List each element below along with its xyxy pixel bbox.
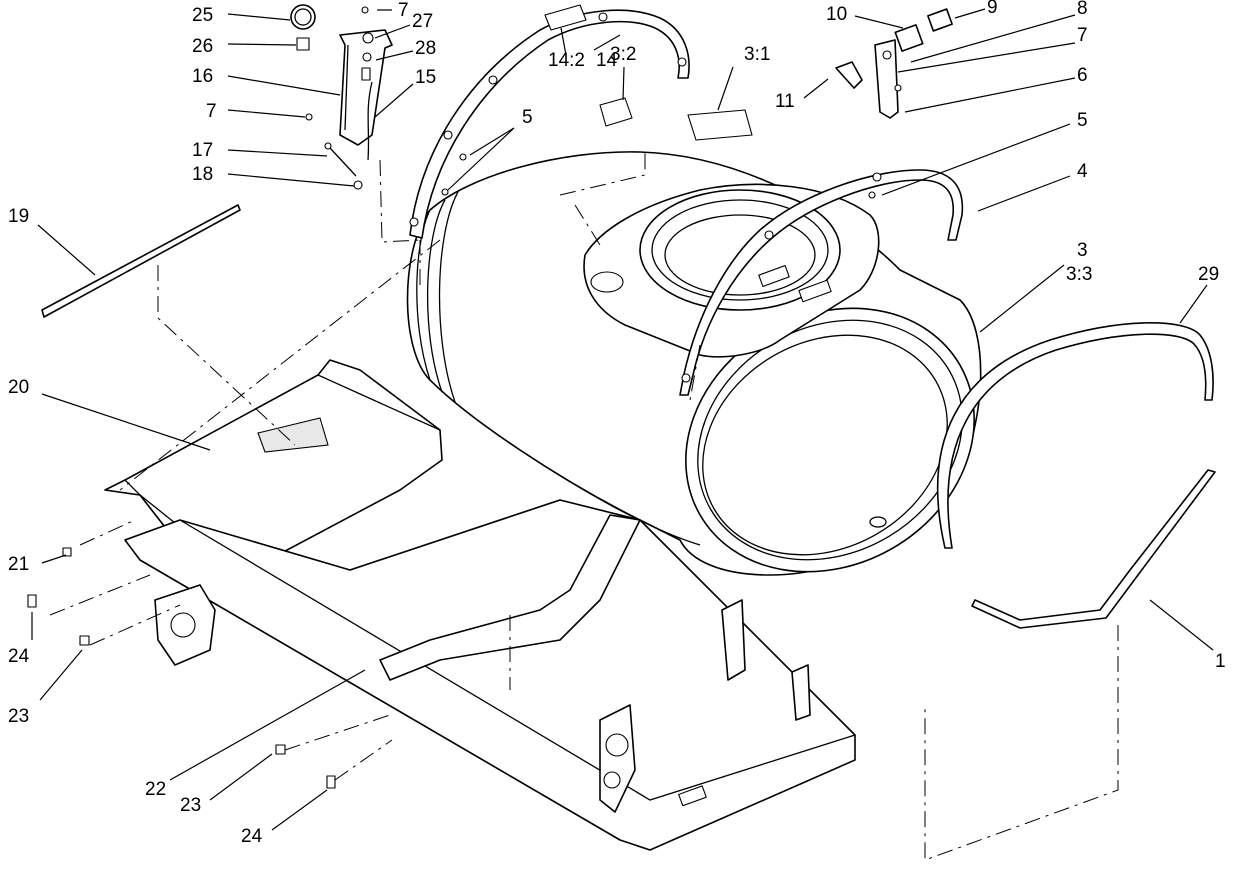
valve-fitting-assembly (835, 8, 953, 199)
callout-3-2: 3:2 (610, 44, 636, 65)
callout-14-2: 14:2 (548, 50, 585, 71)
callout-19: 19 (8, 206, 29, 227)
callout-1: 1 (1215, 651, 1226, 672)
callout-20: 20 (8, 377, 29, 398)
callout-24: 24 (8, 646, 30, 667)
callout-5: 5 (522, 107, 533, 128)
callout-17: 17 (192, 140, 213, 161)
callout-21: 21 (8, 554, 29, 575)
callout-11: 11 (775, 91, 795, 112)
callout-3: 3 (1077, 240, 1088, 261)
mount-strip-19 (41, 204, 241, 318)
valve-bracket (874, 39, 899, 119)
callout-22: 22 (145, 779, 166, 800)
gauge-fitting (296, 37, 310, 51)
trim-strip-1 (971, 469, 1216, 629)
callout-16: 16 (192, 66, 213, 87)
tank-strap-rear (409, 9, 690, 239)
bolt-17 (329, 147, 357, 177)
callout-25: 25 (192, 5, 213, 26)
callout-15: 15 (415, 67, 436, 88)
callout-7: 7 (1077, 25, 1088, 46)
callout-4: 4 (1077, 161, 1088, 182)
fitting-9 (927, 8, 953, 32)
callout-7: 7 (398, 0, 409, 21)
decal-14-2 (544, 4, 587, 31)
callout-10: 10 (826, 4, 847, 25)
chassis-frame (124, 499, 856, 851)
callout-24: 24 (241, 826, 263, 847)
callout-14: 14 (596, 50, 618, 71)
callout-28: 28 (415, 38, 436, 59)
callout-labels: 25 7 27 26 28 16 15 7 17 18 19 14:2 14 3… (8, 0, 1226, 847)
decal-3-2 (599, 97, 633, 127)
callout-3-1: 3:1 (744, 44, 770, 65)
callout-6: 6 (1077, 65, 1088, 86)
valve-body (894, 24, 924, 52)
leader-lines (31, 8, 1214, 831)
callout-9: 9 (987, 0, 998, 18)
callout-27: 27 (412, 11, 433, 32)
hose-tube (367, 81, 373, 161)
callout-23: 23 (180, 795, 201, 816)
hardware (27, 153, 467, 789)
callout-7: 7 (206, 101, 217, 122)
callout-29: 29 (1198, 264, 1219, 285)
callout-3-3: 3:3 (1066, 264, 1092, 285)
callout-18: 18 (192, 164, 213, 185)
trim-arc-29 (936, 322, 1214, 549)
assembly-lines (49, 150, 1119, 861)
tank-strap-front (679, 169, 964, 396)
callout-23: 23 (8, 706, 29, 727)
callout-8: 8 (1077, 0, 1088, 19)
callout-5: 5 (1077, 110, 1088, 131)
gauge-bracket-assembly (290, 4, 393, 190)
elbow-fitting (835, 61, 863, 89)
decal-3-1 (687, 109, 753, 141)
callout-26: 26 (192, 36, 213, 57)
